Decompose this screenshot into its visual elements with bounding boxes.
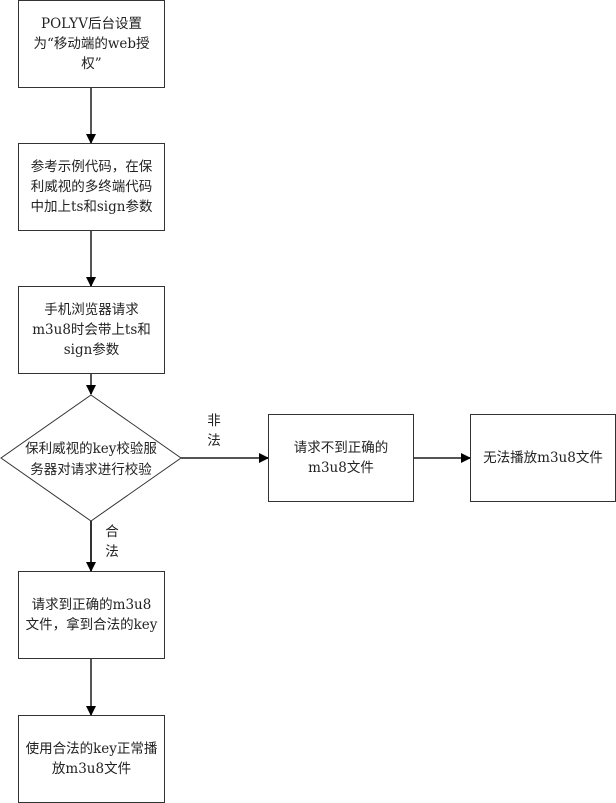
fail1-box: 请求不到正确的m3u8文件 — [268, 414, 414, 502]
step1-box: POLYV后台设置为“移动端的web授权” — [18, 0, 165, 88]
step3-box: 手机浏览器请求m3u8时会带上ts和sign参数 — [18, 286, 165, 374]
decision-text: 保利威视的key校验服务器对请求进行校验 — [25, 440, 157, 478]
step2-text: 参考示例代码，在保利威视的多终端代码中加上ts和sign参数 — [30, 159, 153, 215]
fail2-box: 无法播放m3u8文件 — [470, 414, 616, 502]
decision-text-wrap: 保利威视的key校验服务器对请求进行校验 — [20, 428, 162, 491]
ok2-box: 使用合法的key正常播放m3u8文件 — [18, 715, 165, 803]
ok1-box: 请求到正确的m3u8文件，拿到合法的key — [18, 571, 165, 659]
illegal-edge-label: 非法 — [207, 413, 221, 449]
step1-text: POLYV后台设置为“移动端的web授权” — [33, 16, 150, 72]
fail2-text: 无法播放m3u8文件 — [483, 450, 603, 466]
step3-text: 手机浏览器请求m3u8时会带上ts和sign参数 — [32, 302, 151, 358]
ok2-text: 使用合法的key正常播放m3u8文件 — [25, 741, 158, 777]
step2-box: 参考示例代码，在保利威视的多终端代码中加上ts和sign参数 — [18, 143, 165, 231]
fail1-text: 请求不到正确的m3u8文件 — [293, 440, 389, 476]
ok1-text: 请求到正确的m3u8文件，拿到合法的key — [25, 597, 158, 633]
legal-edge-label: 合法 — [105, 524, 119, 560]
